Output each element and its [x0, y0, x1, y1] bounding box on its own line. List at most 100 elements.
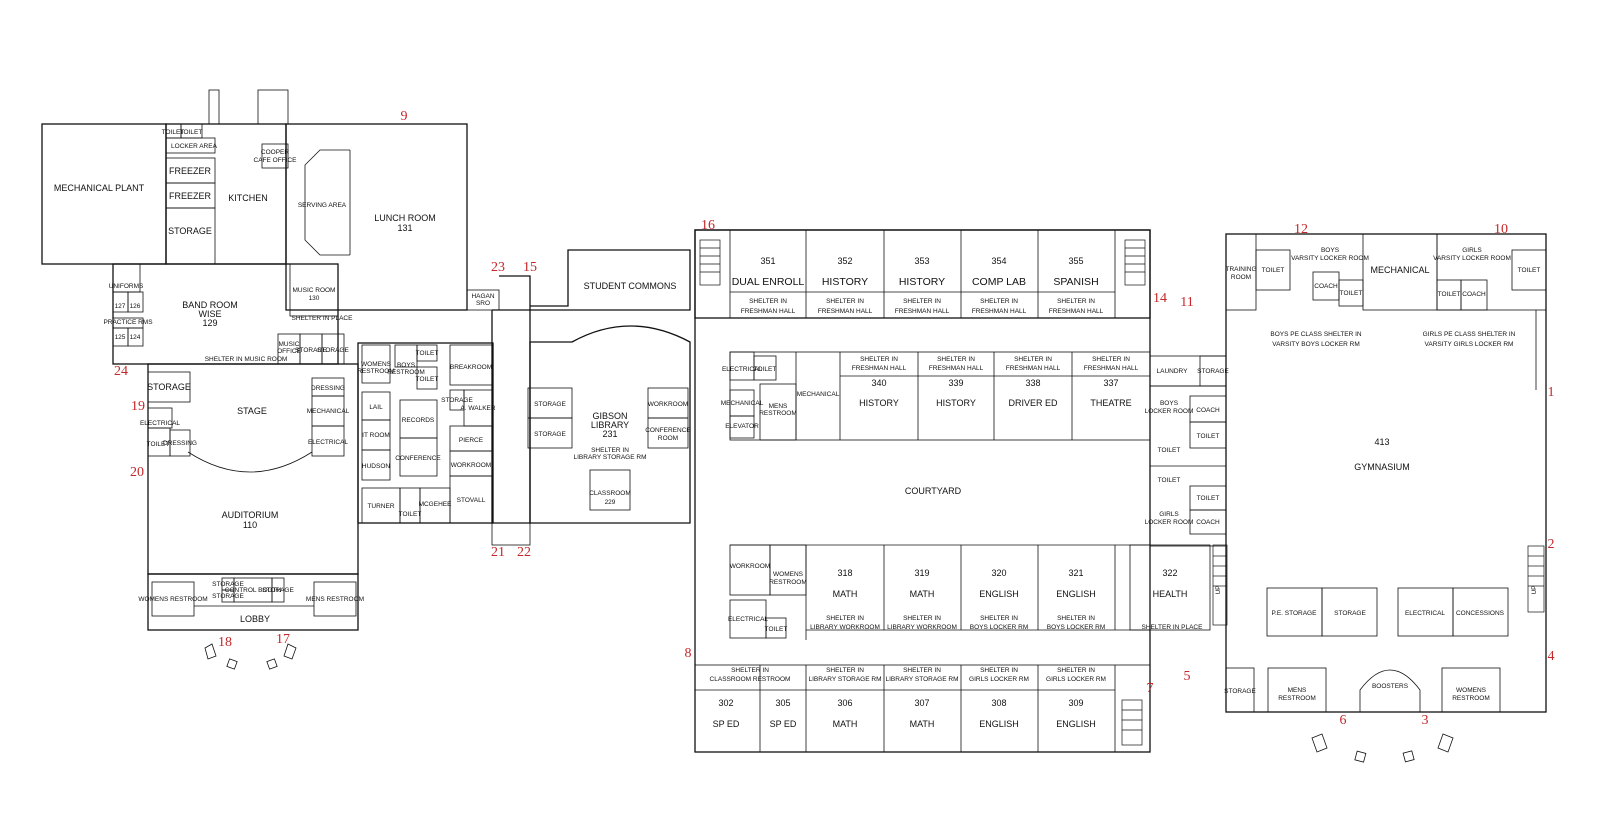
room-label: 340: [871, 378, 886, 388]
room-label: MECHANICAL: [797, 391, 840, 398]
room-label: KITCHEN: [228, 193, 268, 203]
exit-marker: 3: [1422, 713, 1429, 728]
room-label: 352: [837, 256, 852, 266]
room-label: FRESHMAN HALL: [852, 365, 907, 372]
room-label: COURTYARD: [905, 486, 962, 496]
gym-wing: [1225, 233, 1547, 763]
room-label: 308: [991, 698, 1006, 708]
room-label: WORKROOM: [451, 462, 491, 469]
room-label: TOILET: [1340, 290, 1363, 297]
room-label: PRACTICE RMS: [103, 319, 153, 326]
room-label: BOYS LOCKER RM: [1047, 624, 1106, 631]
room-label: UNIFORMS: [109, 283, 144, 290]
exit-marker: 12: [1294, 222, 1308, 237]
room-label: PIERCE: [459, 437, 484, 444]
room-label: MCGEHEE: [419, 501, 453, 508]
room-label: UP: [1215, 585, 1222, 594]
room-label: STAGE: [237, 406, 267, 416]
room-label: MECHANICAL: [307, 408, 350, 415]
room-label: 413: [1374, 437, 1389, 447]
room-label: STOVALL: [457, 497, 486, 504]
exit-marker: 19: [131, 399, 145, 414]
room-label: COACH: [1196, 407, 1220, 414]
room-label: HAGAN: [471, 293, 494, 300]
room-label: MUSIC ROOM: [293, 287, 336, 294]
room-label: 127: [115, 303, 126, 310]
room-label: 126: [130, 303, 141, 310]
room-label: SHELTER IN: [826, 298, 864, 305]
room-label: WISE: [198, 309, 221, 319]
room-label: LIBRARY: [591, 420, 629, 430]
room-label: WOMENS RESTROOM: [138, 596, 207, 603]
exit-marker: 1: [1548, 385, 1555, 400]
room-label: COACH: [1314, 283, 1338, 290]
room-label: RESTROOM: [357, 368, 395, 375]
room-label: COMP LAB: [972, 276, 1026, 288]
room-label: 124: [130, 334, 141, 341]
room-label: FRESHMAN HALL: [929, 365, 984, 372]
room-label: RESTROOM: [387, 369, 425, 376]
room-label: VARSITY LOCKER ROOM: [1291, 255, 1369, 262]
room-label: SHELTER IN: [980, 298, 1018, 305]
room-label: 125: [115, 334, 126, 341]
room-label: STORAGE: [317, 347, 349, 354]
exit-marker: 6: [1340, 713, 1347, 728]
room-label: TOILET: [765, 626, 788, 633]
room-label: LAIL: [369, 404, 383, 411]
room-label: CLASSROOM RESTROOM: [710, 676, 791, 683]
room-label: 305: [775, 698, 790, 708]
room-label: LOCKER ROOM: [1145, 519, 1194, 526]
room-label: LAUNDRY: [1157, 368, 1189, 375]
room-label: WOMENS: [1456, 687, 1487, 694]
room-label: STORAGE: [262, 587, 294, 594]
room-label: FRESHMAN HALL: [741, 308, 796, 315]
room-label: LIBRARY WORKROOM: [810, 624, 880, 631]
room-label: WORKROOM: [648, 401, 688, 408]
room-label: 339: [948, 378, 963, 388]
room-label: STORAGE: [534, 401, 566, 408]
room-label: CONFERENCE: [645, 427, 691, 434]
room-label: FREEZER: [169, 166, 212, 176]
room-label: TOILET: [399, 511, 422, 518]
exit-marker: 10: [1494, 222, 1508, 237]
room-label: TOILET: [1518, 267, 1541, 274]
room-label: RESTROOM: [759, 410, 797, 417]
room-label: BOOSTERS: [1372, 683, 1409, 690]
room-label: COACH: [1462, 291, 1486, 298]
room-label: 307: [914, 698, 929, 708]
room-label: SPANISH: [1053, 276, 1098, 288]
exit-marker: 15: [523, 260, 537, 275]
room-label: STORAGE: [1197, 368, 1229, 375]
room-label: ENGLISH: [979, 589, 1019, 599]
exit-marker: 16: [701, 218, 715, 233]
room-label: LIBRARY WORKROOM: [887, 624, 957, 631]
room-label: STORAGE: [295, 347, 327, 354]
room-label: LUNCH ROOM: [374, 213, 436, 223]
room-label: TOILET: [416, 350, 439, 357]
room-label: TRAINING: [1225, 266, 1256, 273]
room-label: GYMNASIUM: [1354, 462, 1410, 472]
room-label: CONFERENCE: [395, 455, 441, 462]
room-label: TOILET: [1158, 447, 1181, 454]
room-label: STORAGE: [1334, 610, 1366, 617]
room-label: HISTORY: [859, 398, 899, 408]
room-label: VARSITY GIRLS LOCKER RM: [1425, 341, 1514, 348]
room-label: RESTROOM: [1452, 695, 1490, 702]
room-label: SHELTER IN PLACE: [1142, 624, 1204, 631]
room-label: BAND ROOM: [182, 300, 238, 310]
room-label: BOYS LOCKER RM: [970, 624, 1029, 631]
room-label: STORAGE: [441, 397, 473, 404]
classroom-300-wing: [694, 229, 1228, 753]
room-label: DRIVER ED: [1008, 398, 1058, 408]
room-label: 319: [914, 568, 929, 578]
exit-marker: 2: [1548, 537, 1555, 552]
room-label: GIBSON: [592, 411, 627, 421]
room-label: 229: [605, 499, 616, 506]
room-label: COACH: [1196, 519, 1220, 526]
room-label: FRESHMAN HALL: [1084, 365, 1139, 372]
room-label: SHELTER IN PLACE: [292, 315, 354, 322]
room-label: TOILET: [1262, 267, 1285, 274]
west-wing: [41, 89, 500, 670]
room-label: 338: [1025, 378, 1040, 388]
room-label: STORAGE: [168, 226, 212, 236]
